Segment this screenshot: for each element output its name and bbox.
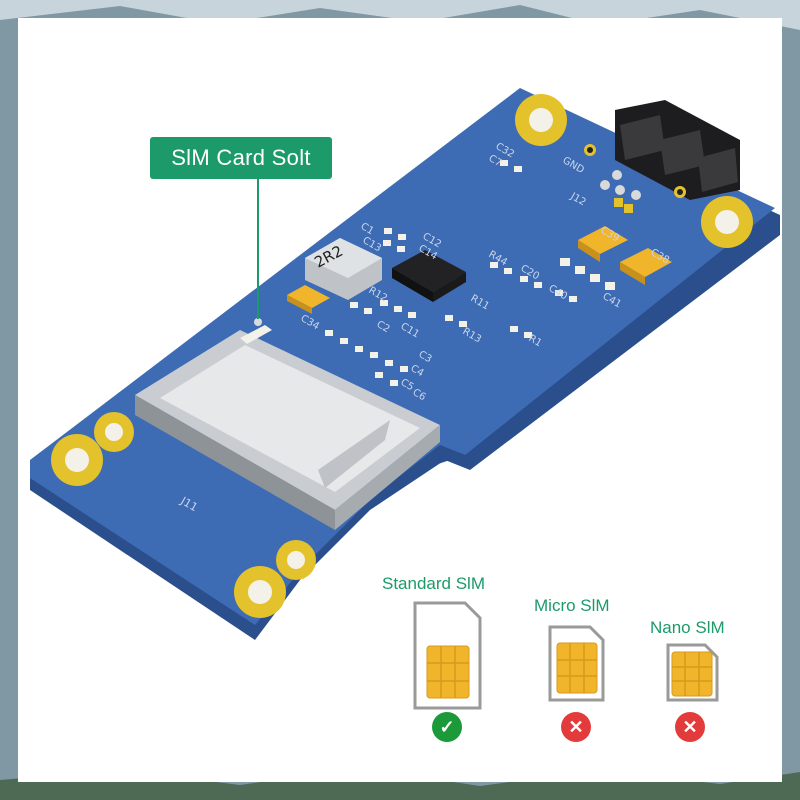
tantalum-capacitor — [620, 248, 672, 285]
mounting-hole — [94, 412, 134, 452]
mounting-hole — [515, 94, 567, 146]
mounting-hole — [276, 540, 316, 580]
mounting-hole — [701, 196, 753, 248]
micro-sim-card-icon — [548, 625, 605, 702]
pin-header-connector — [615, 100, 740, 200]
standard-sim-card-icon — [413, 601, 482, 710]
smd-components — [325, 160, 615, 386]
sim-card-slot — [135, 325, 440, 530]
check-icon: ✓ — [432, 712, 462, 742]
nano-sim-card-icon — [666, 643, 719, 702]
mounting-hole — [51, 434, 103, 486]
cross-icon: ✕ — [675, 712, 705, 742]
nano-sim-label: Nano SlM — [650, 618, 725, 637]
callout-anchor-dot — [254, 318, 262, 326]
standard-sim-label: Standard SlM — [382, 574, 485, 593]
pcb-surface — [30, 88, 775, 625]
header-pads — [584, 144, 686, 213]
callout-leader-line — [257, 179, 259, 319]
ic-chip — [392, 250, 466, 302]
inductor-component — [305, 238, 382, 300]
mounting-hole — [234, 566, 286, 618]
sim-slot-callout-label: SlM Card Solt — [150, 137, 332, 179]
cross-icon: ✕ — [561, 712, 591, 742]
micro-sim-label: Micro SlM — [534, 596, 610, 615]
tantalum-capacitor — [287, 285, 330, 314]
tantalum-capacitor — [578, 226, 628, 262]
